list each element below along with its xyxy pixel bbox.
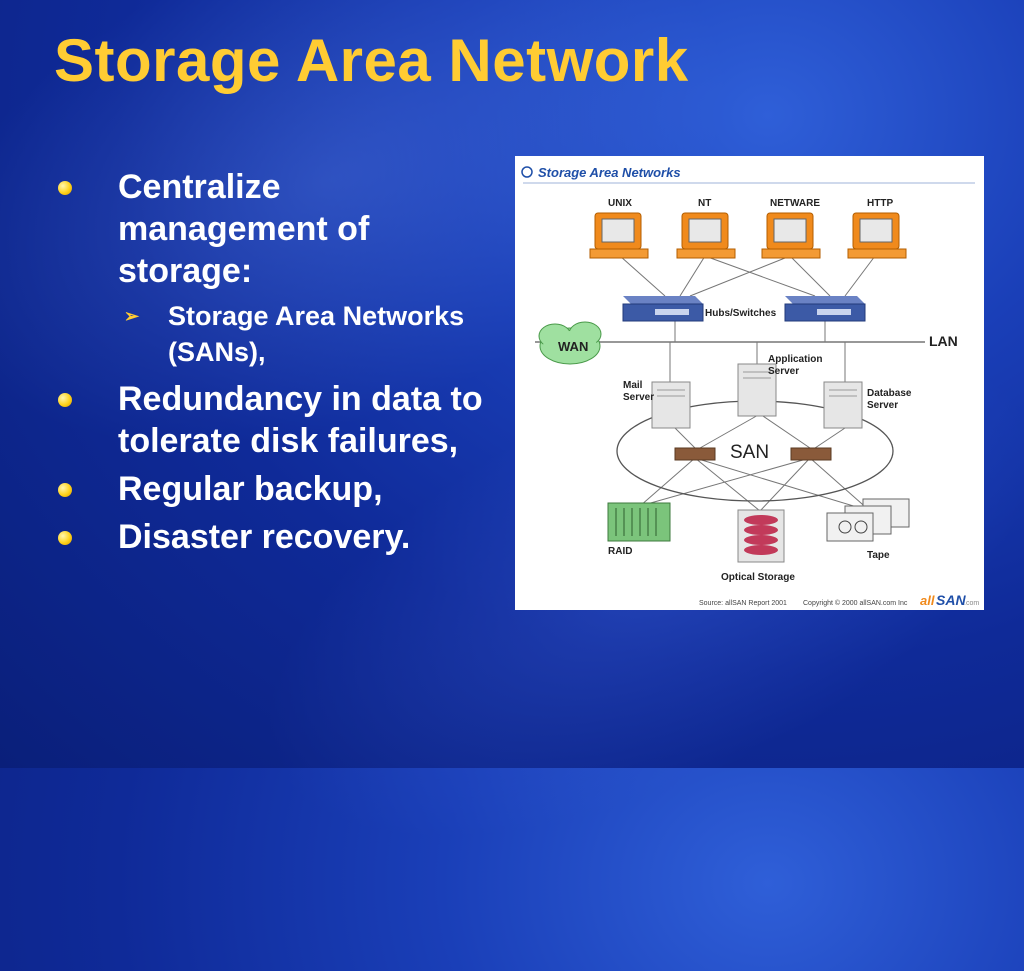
tape-icon (826, 498, 910, 542)
sub-bullet-text: Storage Area Networks (SANs), (168, 301, 465, 367)
san-switch-icon (790, 447, 832, 461)
bullet-list: Centralize management of storage: ➢ Stor… (54, 166, 494, 564)
hub-switch-icon (622, 296, 704, 322)
sub-bullet-item: ➢ Storage Area Networks (SANs), (54, 298, 494, 370)
footer-source: Source: allSAN Report 2001 (699, 600, 787, 607)
bullet-item: Redundancy in data to tolerate disk fail… (54, 378, 494, 462)
optical-storage-icon (737, 509, 785, 563)
diagram-header-title: Storage Area Networks (538, 165, 681, 180)
bullet-text: Disaster recovery. (118, 518, 411, 556)
raid-label: RAID (608, 546, 632, 557)
svg-text:.com: .com (964, 600, 979, 607)
slide-title: Storage Area Network (54, 27, 689, 94)
application-server-label: Application Server (768, 354, 825, 377)
server-icon (737, 363, 777, 417)
mail-server-label: Mail Server (623, 380, 654, 403)
monitor-icon (589, 212, 649, 259)
allsan-logo: all SAN .com (920, 592, 979, 608)
client-label-http: HTTP (867, 198, 893, 209)
client-label-netware: NETWARE (770, 198, 820, 209)
bullet-text: Redundancy in data to tolerate disk fail… (118, 380, 483, 460)
connections (535, 255, 925, 512)
hubs-switches-label: Hubs/Switches (705, 308, 777, 319)
optical-storage-label: Optical Storage (721, 572, 795, 583)
database-server-label: Database Server (867, 388, 914, 411)
bullet-text: Centralize management of storage: (118, 168, 370, 290)
san-label: SAN (730, 442, 769, 463)
hub-switch-icon (784, 296, 866, 322)
wan-cloud-icon (538, 321, 602, 365)
server-icon (823, 381, 863, 429)
bullet-item: Disaster recovery. (54, 516, 494, 558)
bullet-item: Centralize management of storage: (54, 166, 494, 292)
server-icon (651, 381, 691, 429)
san-switch-icon (674, 447, 716, 461)
monitor-icon (676, 212, 736, 259)
lan-label: LAN (929, 333, 958, 349)
diagram-header: Storage Area Networks (521, 165, 975, 184)
monitor-icon (847, 212, 907, 259)
bullet-item: Regular backup, (54, 468, 494, 510)
raid-icon (607, 502, 671, 542)
tape-label: Tape (867, 550, 890, 561)
bullet-dot-icon (58, 531, 72, 545)
arrow-bullet-icon: ➢ (124, 306, 140, 326)
client-label-unix: UNIX (608, 198, 632, 209)
svg-text:SAN: SAN (936, 592, 966, 608)
wan-label: WAN (558, 339, 588, 354)
san-diagram: Storage Area Networks (515, 156, 984, 610)
bullet-text: Regular backup, (118, 470, 383, 508)
bullet-dot-icon (58, 483, 72, 497)
bullet-dot-icon (58, 181, 72, 195)
bullet-dot-icon (58, 393, 72, 407)
client-label-nt: NT (698, 198, 711, 209)
monitor-icon (761, 212, 821, 259)
footer-copyright: Copyright © 2000 allSAN.com Inc (803, 599, 908, 607)
svg-text:all: all (920, 593, 935, 608)
header-bullet-icon (521, 166, 533, 178)
